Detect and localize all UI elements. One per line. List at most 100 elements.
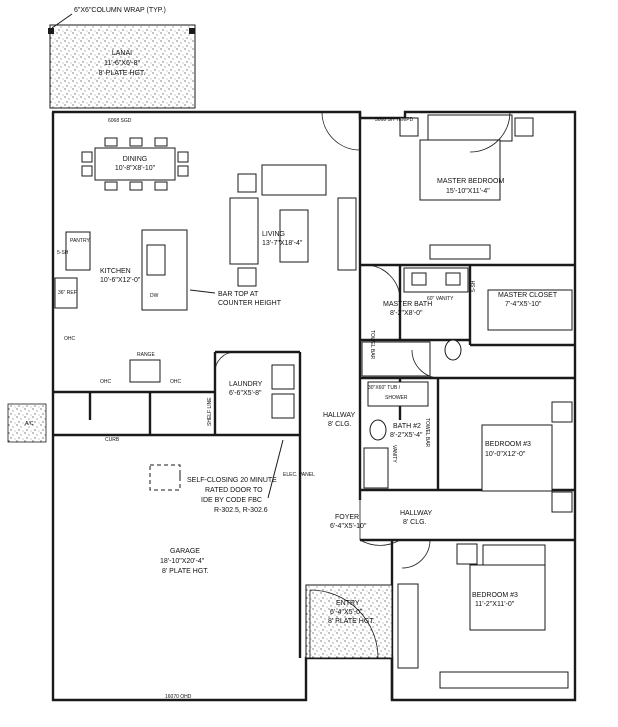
lanai-name: LANAI (112, 50, 132, 57)
elec-leader (267, 439, 284, 499)
media-console (337, 197, 357, 271)
bedroom3b-nightstand (456, 543, 478, 565)
sgd-lanai: 6068 SGD (108, 118, 132, 124)
pantry-label: PANTRY (70, 238, 90, 244)
master-bedroom: MASTER BEDROOM 15'-10"X11'-4" 3068 SH TE… (375, 114, 534, 260)
bath2-vanity (363, 447, 389, 489)
nightstand-1 (399, 117, 419, 137)
bedroom3b-closet (397, 583, 419, 669)
shower-label: SHOWER (385, 395, 408, 401)
bedroom3a-nightstand-1 (551, 401, 573, 423)
bedroom3a-bed (481, 424, 553, 492)
curb-label: CURB (105, 437, 120, 443)
bath2-dims: 8'-2"X5'-4" (390, 432, 423, 439)
bath2-tub (367, 381, 429, 407)
pantry (65, 231, 91, 271)
master-closet: MASTER CLOSET 7'-4"X5'-10" 5-SH (471, 280, 573, 331)
kitchen: KITCHEN 10'-6"X12'-0" BAR TOP AT COUNTER… (54, 229, 282, 385)
living-dims: 13'-7"X18'-4" (262, 240, 303, 247)
master-closet-dims: 7'-4"X5'-10" (505, 301, 542, 308)
master-bed-headboard (427, 114, 513, 142)
hallway2-note: 8' CLG. (403, 519, 427, 526)
sgd-master: 3068 SH TEMPD (375, 117, 414, 123)
entry: ENTRY 6'-4"X5'-0" 8' PLATE HGT. (305, 584, 393, 659)
dw-label: DW (150, 293, 159, 299)
entry-note: 8' PLATE HGT. (328, 618, 375, 625)
dining-table (94, 147, 176, 181)
bar-top-leader (189, 289, 216, 294)
bar-top-note: BAR TOP AT (218, 291, 259, 298)
ac-pad: A/C (7, 403, 47, 443)
lanai-dims: 11'-6"X6'-8" (104, 60, 140, 67)
master-bedroom-dims: 15'-10"X11'-4" (446, 188, 490, 195)
towel-bar-1: TOWEL BAR (369, 330, 375, 360)
dryer (271, 393, 295, 419)
washer (271, 364, 295, 390)
living-sofa-left (229, 197, 259, 265)
closet-sh-label: 5-SH (471, 280, 477, 292)
elec-panel-label: ELEC. PANEL (283, 472, 315, 478)
bedroom3a-name: BEDROOM #3 (485, 441, 531, 448)
self-closing-note-1: SELF-CLOSING 20 MINUTE (187, 477, 277, 484)
self-closing-note-3: IDE BY CODE FBC (201, 497, 262, 504)
master-closet-name: MASTER CLOSET (498, 292, 558, 299)
bath2-name: BATH #2 (393, 423, 421, 430)
bath-2: 30"X60" TUB / SHOWER BATH #2 8'-2"X5'-4"… (363, 381, 430, 489)
kitchen-sink (146, 244, 166, 276)
laundry-dims: 6'-6"X5'-8" (229, 390, 262, 397)
garage-fixture (149, 464, 181, 491)
lanai: LANAI 11'-6"X6'-8" 8' PLATE HGT. (48, 24, 196, 109)
dining-dims: 10'-8"X8'-10" (115, 165, 156, 172)
column-wrap-left (48, 28, 54, 34)
dining-name: DINING (123, 156, 148, 163)
end-table-1 (237, 173, 257, 193)
bath2-toilet (369, 419, 387, 441)
bedroom-3b: BEDROOM #3 11'-2"X11'-0" (397, 543, 569, 689)
bedroom3b-name: BEDROOM #3 (472, 592, 518, 599)
master-bath-dims: 8'-2"X8'-0" (390, 310, 423, 317)
tub-label: 30"X60" TUB / (368, 385, 401, 391)
lanai-note: 8' PLATE HGT. (99, 70, 146, 77)
foyer-dims: 6'-4"X5'-10" (330, 523, 367, 530)
ac-label: A/C (25, 421, 34, 427)
hallway1-name: HALLWAY (323, 412, 355, 419)
master-shower (361, 341, 431, 377)
garage-dims: 18'-10"X20'-4" (160, 558, 205, 565)
laundry-room: LAUNDRY 6'-6"X5'-8" SHELF LINE (207, 364, 295, 426)
ohc-label-3: OHC (170, 379, 182, 385)
master-toilet (444, 339, 462, 361)
ref-label: 36" REF (58, 290, 77, 296)
range-label: RANGE (137, 352, 155, 358)
kitchen-dims: 10'-6"X12'-0" (100, 277, 141, 284)
dining-room: DINING 10'-8"X8'-10" 6068 SGD (81, 118, 189, 191)
end-table-2 (237, 267, 257, 287)
garage: GARAGE 18'-10"X20'-4" 8' PLATE HGT. SELF… (105, 437, 315, 700)
hallway1-note: 8' CLG. (328, 421, 352, 428)
entry-dims: 6'-4"X5'-0" (330, 609, 363, 616)
bedroom-3a: BEDROOM #3 10'-0"X12'-0" (481, 401, 573, 513)
laundry-name: LAUNDRY (229, 381, 263, 388)
door-swings (214, 111, 511, 659)
master-bath: MASTER BATH 8'-2"X8'-0" 60" VANITY TOWEL… (361, 267, 469, 377)
ohc-label-2: OHC (100, 379, 112, 385)
self-closing-note-2: RATED DOOR TO (205, 487, 263, 494)
kitchen-name: KITCHEN (100, 268, 131, 275)
master-dresser (429, 244, 491, 260)
entry-name: ENTRY (336, 600, 360, 607)
bedroom3b-dresser (439, 671, 569, 689)
towel-bar-2: TOWEL BAR (424, 418, 430, 448)
refrigerator (54, 277, 78, 309)
living-name: LIVING (262, 231, 285, 238)
foyer-name: FOYER (335, 514, 359, 521)
column-wrap-right (189, 28, 195, 34)
ohd-label: 16070 OHD (165, 694, 192, 700)
circulation: FOYER 6'-4"X5'-10" HALLWAY 8' CLG. HALLW… (323, 412, 432, 530)
column-wrap-leader (51, 13, 73, 29)
master-bath-name: MASTER BATH (383, 301, 432, 308)
living-room: LIVING 13'-7"X18'-4" (229, 164, 357, 287)
hallway2-name: HALLWAY (400, 510, 432, 517)
counter-height-note: COUNTER HEIGHT (218, 300, 282, 307)
bedroom3a-nightstand-2 (551, 491, 573, 513)
garage-note: 8' PLATE HGT. (162, 568, 209, 575)
